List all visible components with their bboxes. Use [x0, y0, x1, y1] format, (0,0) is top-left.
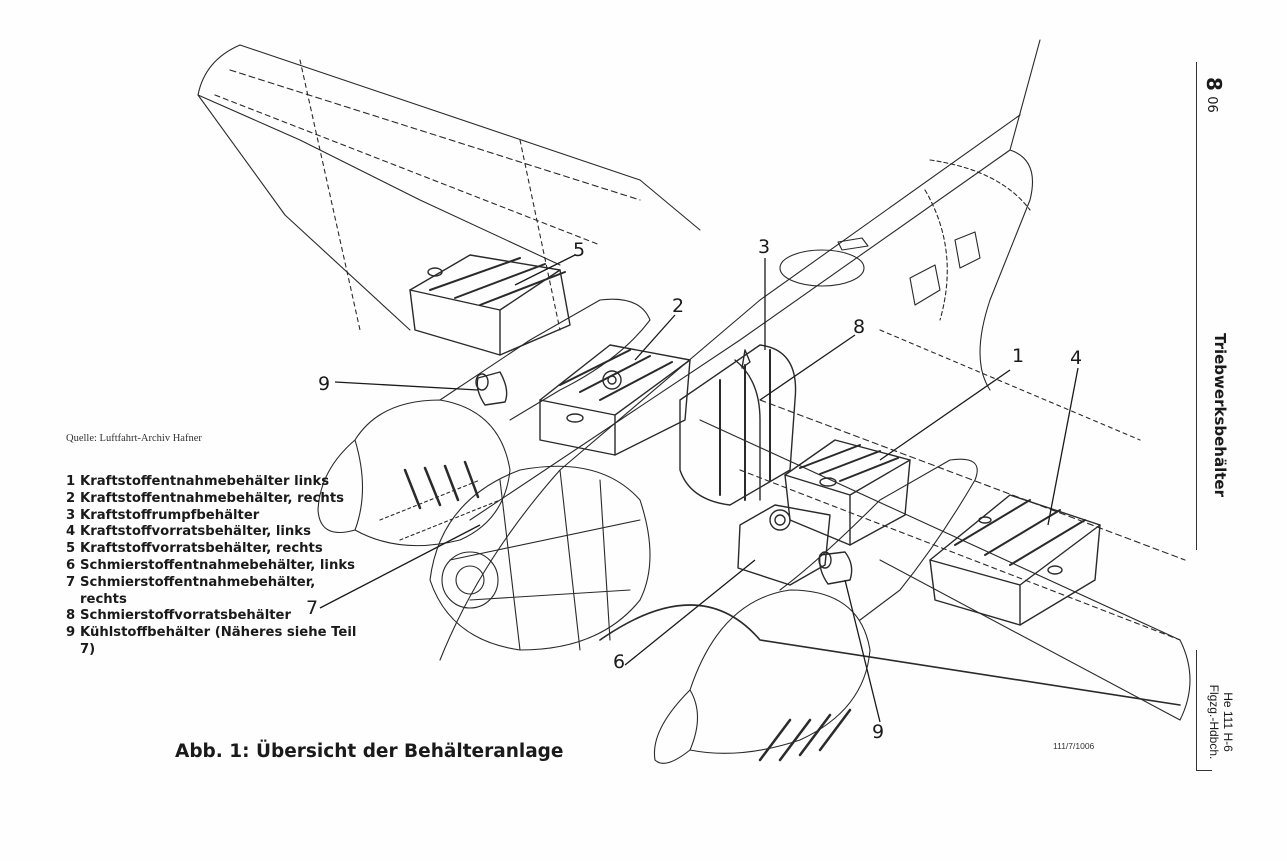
- nose-glazing: [429, 465, 651, 651]
- legend-text: Schmierstoffvorratsbehälter: [80, 608, 291, 624]
- callout-3: 3: [758, 236, 770, 258]
- callout-2-leader: [634, 314, 676, 361]
- coolant-tank-left: [475, 371, 508, 406]
- legend-number: 7: [66, 574, 76, 590]
- margin-rule: [1196, 650, 1197, 770]
- legend-number: 5: [66, 541, 76, 557]
- callout-9-left: 9: [318, 373, 330, 395]
- right-engine-nacelle: [689, 589, 871, 754]
- callout-9-right: 9: [872, 721, 884, 743]
- legend-text: Kraftstoffvorratsbehälter, links: [80, 524, 311, 540]
- tank-2: [539, 344, 691, 456]
- legend-text: Schmierstoffentnahmebehälter, links: [80, 557, 355, 573]
- fuselage-outline: [439, 114, 1021, 661]
- tank-4: [929, 494, 1101, 626]
- legend-text: Kraftstoffentnahmebehälter, rechts: [80, 490, 344, 506]
- legend-number: 8: [66, 608, 76, 624]
- figure-caption: Abb. 1: Übersicht der Behälteranlage: [175, 741, 564, 762]
- legend-item: 1 Kraftstoffentnahmebehälter links: [66, 474, 366, 491]
- callout-2: 2: [672, 295, 684, 317]
- callout-6: 6: [613, 651, 625, 673]
- tank-3: [679, 344, 797, 506]
- callout-8-leader: [759, 334, 856, 401]
- left-wing-outline: [197, 44, 701, 266]
- legend-number: 6: [66, 557, 76, 573]
- section-title: Triebwerksbehälter: [1211, 333, 1229, 497]
- legend-text: Kraftstoffentnahmebehälter links: [80, 474, 330, 489]
- tank-6: [737, 504, 831, 586]
- legend-text: Kühlstoffbehälter (Näheres siehe Teil 7): [80, 625, 357, 657]
- callout-4: 4: [1070, 347, 1082, 369]
- left-propeller-spinner: [317, 439, 364, 534]
- tank-1: [784, 439, 911, 546]
- page-number-minor: 06: [1203, 96, 1219, 113]
- legend-number: 9: [66, 625, 76, 641]
- handbook-type: Flgzg.-Hdbch.: [1207, 684, 1221, 760]
- fuselage-window: [909, 264, 941, 306]
- callout-5: 5: [573, 239, 585, 261]
- left-wing-leading-edge: [197, 94, 411, 331]
- legend-text: Schmierstoffentnahmebehälter, rechts: [80, 574, 316, 607]
- coolant-tank-right: [818, 551, 853, 585]
- legend-number: 3: [66, 507, 76, 523]
- fuselage-window: [954, 231, 981, 269]
- callout-9-left-leader: [334, 381, 479, 391]
- callout-9-right-leader: [844, 579, 881, 723]
- callout-6-leader: [624, 559, 756, 666]
- right-propeller-spinner: [653, 689, 698, 764]
- handbook-model: He 111 H-6: [1221, 692, 1235, 752]
- legend-number: 1: [66, 474, 76, 489]
- dorsal-hatch: [779, 249, 865, 287]
- legend-number: 4: [66, 524, 76, 540]
- margin-rule: [1196, 770, 1212, 771]
- callout-7: 7: [306, 597, 318, 619]
- callout-8: 8: [853, 316, 865, 338]
- left-engine-nacelle: [354, 399, 511, 547]
- source-note: Quelle: Luftfahrt-Archiv Hafner: [66, 433, 202, 444]
- tank-5: [409, 254, 571, 356]
- margin-rule: [1196, 62, 1197, 550]
- legend-number: 2: [66, 490, 76, 506]
- right-wing-outline: [699, 419, 1191, 721]
- callout-1-leader: [879, 369, 1011, 461]
- legend-text: Kraftstoffvorratsbehälter, rechts: [80, 541, 323, 557]
- legend-text: Kraftstoffrumpfbehälter: [80, 507, 260, 523]
- callout-4-leader: [1047, 367, 1079, 526]
- callout-5-leader: [514, 254, 576, 286]
- page-number-major: 8: [1201, 77, 1226, 91]
- drawing-number: 111/7/1006: [1053, 741, 1095, 751]
- callout-1: 1: [1012, 345, 1024, 367]
- callout-7-leader: [319, 524, 481, 609]
